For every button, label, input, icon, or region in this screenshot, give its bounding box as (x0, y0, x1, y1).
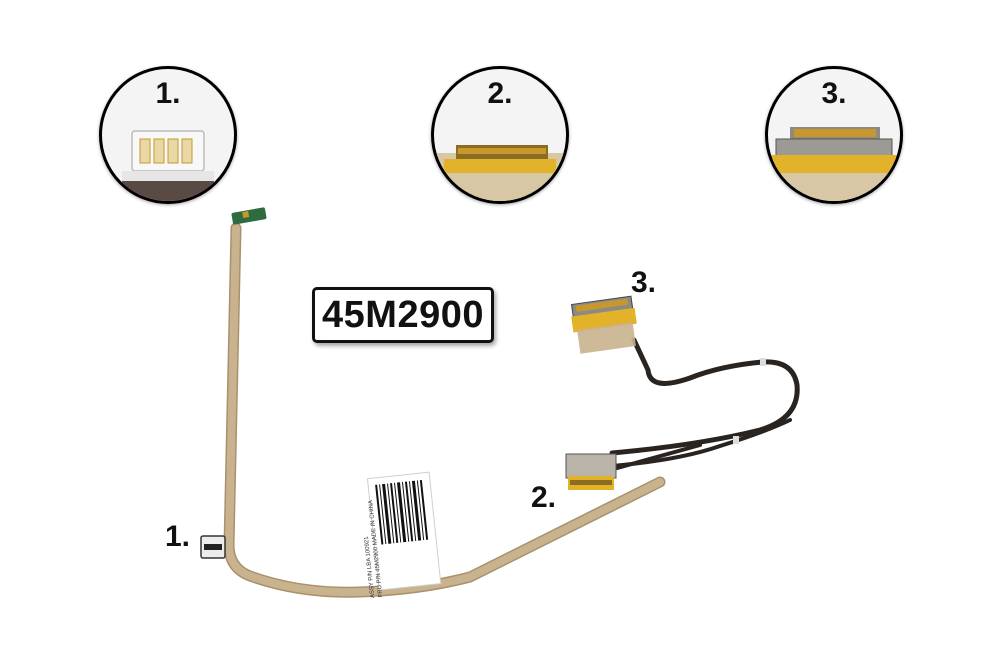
inset-label-1: 1. (155, 77, 181, 110)
part-label-1: 1. (165, 520, 191, 553)
inset-connector-3: 3. (765, 66, 903, 204)
ribbon-cable (223, 222, 666, 598)
inset-connector-1: 1. (99, 66, 237, 204)
connector-3 (570, 295, 637, 354)
connector-2 (565, 453, 617, 490)
barcode-label (366, 471, 442, 591)
inset-label-2: 2. (487, 77, 513, 110)
part-number: 45M2900 (322, 293, 484, 336)
inset-connector-2: 2. (431, 66, 569, 204)
part-label-2: 2. (531, 481, 557, 514)
wide-lcd-connector-icon (768, 127, 900, 201)
part-number-box: 45M2900 (312, 287, 494, 343)
black-wire-loop (609, 337, 800, 456)
inset-label-3: 3. (821, 77, 847, 110)
lcd-connector-icon (434, 145, 566, 201)
part-label-3: 3. (631, 266, 657, 299)
white-connector-icon (122, 130, 214, 201)
